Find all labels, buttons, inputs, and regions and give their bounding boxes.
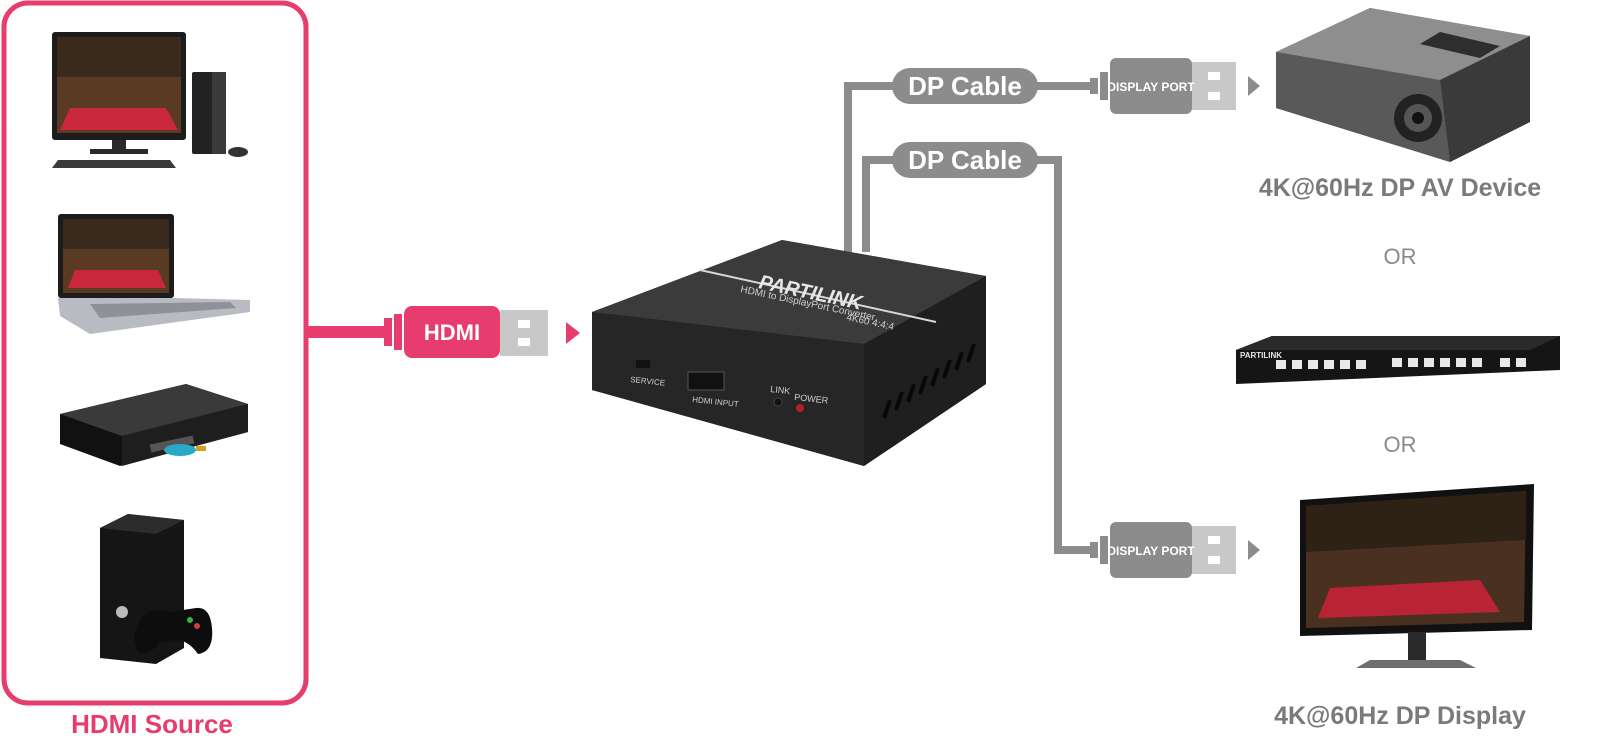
dp-cable-label-2: DP Cable <box>908 145 1022 175</box>
dp-plug-2 <box>1090 522 1260 578</box>
or-label-2: OR <box>1384 432 1417 457</box>
laptop-icon <box>58 214 250 334</box>
led-power-label: POWER <box>794 392 829 406</box>
dp-plug-label-2: DISPLAY PORT <box>1107 544 1195 558</box>
dp-cable-label-pill-1 <box>892 68 1038 104</box>
dp-plug-1 <box>1090 58 1260 114</box>
game-console-icon <box>100 514 213 664</box>
av-device-label: 4K@60Hz DP AV Device <box>1259 174 1541 202</box>
led-link-label: LINK <box>770 384 791 396</box>
vent-slots <box>882 343 976 419</box>
or-label-1: OR <box>1384 244 1417 269</box>
dp-cable-label-1: DP Cable <box>908 71 1022 101</box>
av-switcher-icon <box>1236 336 1560 384</box>
port-service-label: SERVICE <box>630 375 666 388</box>
hdmi-plug-label: HDMI <box>424 320 480 345</box>
desktop-computer-icon <box>52 32 248 168</box>
converter-box <box>592 240 986 466</box>
projector-icon <box>1276 8 1530 162</box>
hdmi-source-label: HDMI Source <box>71 709 233 739</box>
switcher-brand: PARTILINK <box>1240 351 1282 360</box>
hdmi-cable <box>306 306 580 358</box>
display-label: 4K@60Hz DP Display <box>1274 702 1526 730</box>
monitor-icon <box>1300 484 1534 668</box>
dp-cable-label-pill-2 <box>892 142 1038 178</box>
source-frame <box>1 0 309 706</box>
dp-plug-label-1: DISPLAY PORT <box>1107 80 1195 94</box>
dvd-player-icon <box>60 384 248 466</box>
